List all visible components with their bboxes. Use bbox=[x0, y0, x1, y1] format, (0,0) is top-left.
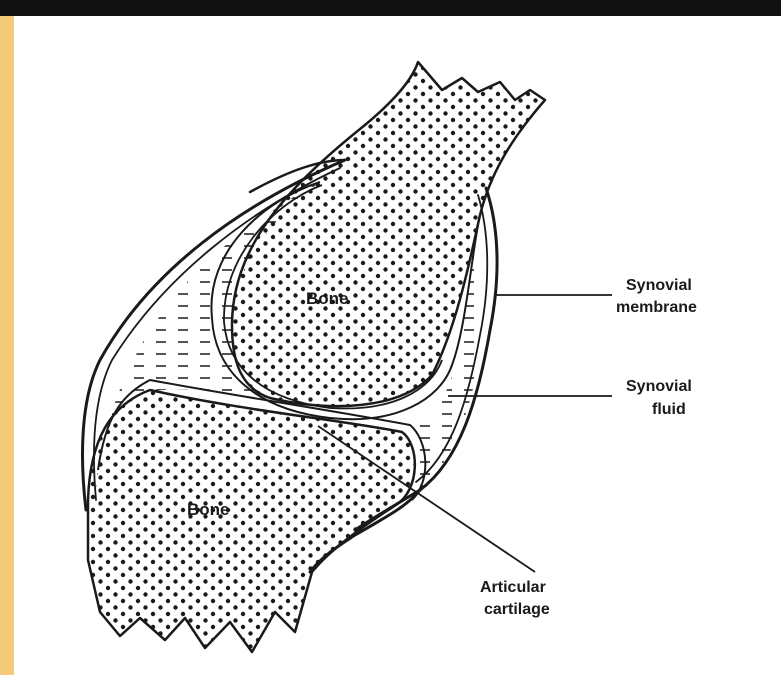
label-synovial-fluid-2: fluid bbox=[652, 401, 686, 418]
label-synovial-membrane-2: membrane bbox=[616, 299, 697, 316]
label-bone-upper: Bone bbox=[306, 289, 349, 308]
label-synovial-membrane-1: Synovial bbox=[626, 277, 692, 294]
label-synovial-fluid-1: Synovial bbox=[626, 378, 692, 395]
label-articular-cartilage-1: Articular bbox=[480, 579, 546, 596]
upper-bone-stipple bbox=[230, 60, 550, 420]
label-bone-lower: Bone bbox=[187, 500, 230, 519]
label-articular-cartilage-2: cartilage bbox=[484, 601, 550, 618]
